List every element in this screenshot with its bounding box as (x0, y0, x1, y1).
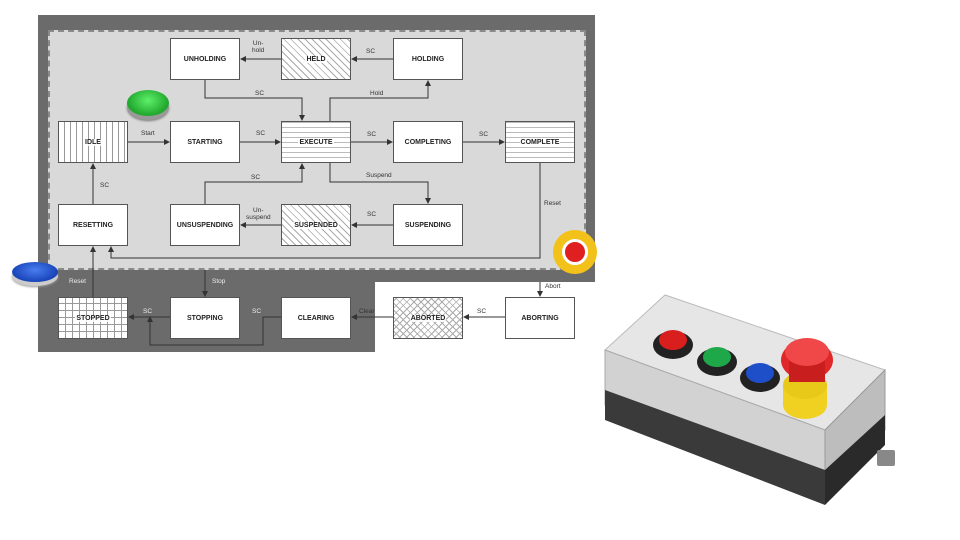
emergency-stop-button-icon (781, 338, 833, 419)
reset-button-icon (12, 262, 58, 282)
state-stopped: STOPPED (58, 297, 128, 339)
label-sc: SC (143, 308, 153, 315)
label-sc: SC (100, 182, 110, 189)
label-unhold: Un- hold (252, 40, 265, 54)
state-label: ABORTING (520, 314, 560, 322)
state-label: STOPPING (185, 314, 225, 322)
state-label: SUSPENDING (403, 221, 453, 229)
label-start: Start (141, 130, 155, 137)
state-execute: EXECUTE (281, 121, 351, 163)
label-sc: SC (251, 174, 261, 181)
state-suspending: SUSPENDING (393, 204, 463, 246)
label-clear: Clear (359, 308, 375, 315)
state-label: ABORTED (409, 314, 447, 322)
red-button-icon (653, 330, 693, 359)
state-starting: STARTING (170, 121, 240, 163)
state-stopping: STOPPING (170, 297, 240, 339)
state-suspended: SUSPENDED (281, 204, 351, 246)
label-reset: Reset (69, 278, 86, 285)
state-label: COMPLETING (403, 138, 453, 146)
state-label: UNSUSPENDING (175, 221, 235, 229)
label-hold: Hold (370, 90, 384, 97)
state-label: COMPLETE (519, 138, 561, 146)
state-label: HELD (305, 55, 327, 63)
state-label: RESETTING (71, 221, 115, 229)
emergency-stop-icon (553, 230, 597, 274)
state-complete: COMPLETE (505, 121, 575, 163)
green-button-icon (697, 347, 737, 376)
state-completing: COMPLETING (393, 121, 463, 163)
state-unholding: UNHOLDING (170, 38, 240, 80)
control-station-photo (604, 294, 895, 505)
label-sc: SC (366, 48, 376, 55)
state-held: HELD (281, 38, 351, 80)
label-stop: Stop (212, 278, 226, 285)
state-label: EXECUTE (298, 138, 334, 146)
label-reset: Reset (544, 200, 561, 207)
state-label: HOLDING (410, 55, 446, 63)
state-label: SUSPENDED (293, 221, 339, 229)
state-aborting: ABORTING (505, 297, 575, 339)
state-label: STOPPED (75, 314, 111, 322)
state-label: UNHOLDING (182, 55, 228, 63)
label-abort: Abort (545, 283, 561, 290)
label-unsuspend: Un- suspend (246, 207, 271, 221)
label-sc: SC (255, 90, 265, 97)
state-label: IDLE (84, 138, 102, 146)
state-unsuspending: UNSUSPENDING (170, 204, 240, 246)
start-button-icon (127, 90, 169, 116)
state-label: STARTING (186, 138, 224, 146)
label-sc: SC (252, 308, 262, 315)
label-sc: SC (479, 131, 489, 138)
state-clearing: CLEARING (281, 297, 351, 339)
state-idle: IDLE (58, 121, 128, 163)
label-sc: SC (256, 130, 266, 137)
label-sc: SC (367, 211, 377, 218)
label-suspend: Suspend (366, 172, 392, 179)
state-holding: HOLDING (393, 38, 463, 80)
state-aborted: ABORTED (393, 297, 463, 339)
label-sc: SC (477, 308, 487, 315)
state-resetting: RESETTING (58, 204, 128, 246)
label-sc: SC (367, 131, 377, 138)
blue-button-icon (740, 363, 780, 392)
state-label: CLEARING (296, 314, 336, 322)
